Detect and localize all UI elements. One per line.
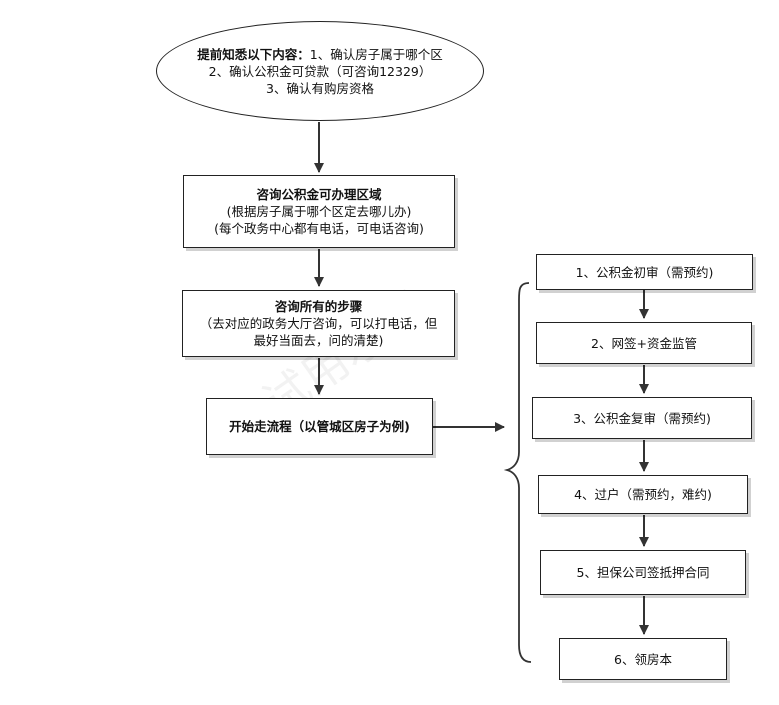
step-5-box: 5、担保公司签抵押合同 bbox=[540, 550, 746, 595]
start-line1-bold: 提前知悉以下内容： bbox=[197, 46, 310, 62]
step-3-label: 3、公积金复审（需预约) bbox=[573, 410, 711, 426]
step-2-box: 2、网签+资金监管 bbox=[536, 322, 752, 364]
step-4-box: 4、过户（需预约，难约) bbox=[538, 475, 748, 514]
box-consult-steps-line3: 最好当面去，问的清楚) bbox=[253, 333, 384, 348]
box-consult-area-line2: (根据房子属于哪个区定去哪儿办) bbox=[226, 204, 412, 219]
steps-brace bbox=[503, 282, 532, 663]
box-consult-steps: 咨询所有的步骤 （去对应的政务大厅咨询，可以打电话，但 最好当面去，问的清楚) bbox=[182, 290, 455, 357]
box-start-process: 开始走流程（以管城区房子为例) bbox=[206, 398, 433, 455]
box-consult-area-title: 咨询公积金可办理区域 bbox=[256, 187, 382, 202]
step-1-box: 1、公积金初审（需预约) bbox=[536, 254, 753, 290]
box-start-process-title: 开始走流程（以管城区房子为例) bbox=[229, 419, 410, 434]
step-1-label: 1、公积金初审（需预约) bbox=[575, 264, 714, 280]
start-ellipse: 提前知悉以下内容：1、确认房子属于哪个区 2、确认公积金可贷款（可咨询12329… bbox=[156, 21, 484, 121]
box-consult-area: 咨询公积金可办理区域 (根据房子属于哪个区定去哪儿办) (每个政务中心都有电话，… bbox=[183, 175, 455, 248]
step-4-label: 4、过户（需预约，难约) bbox=[574, 487, 712, 502]
start-line3: 3、确认有购房资格 bbox=[266, 80, 374, 96]
start-line1-rest: 1、确认房子属于哪个区 bbox=[309, 46, 443, 62]
step-6-box: 6、领房本 bbox=[559, 638, 727, 680]
step-5-label: 5、担保公司签抵押合同 bbox=[576, 565, 710, 580]
box-consult-steps-line2: （去对应的政务大厅咨询，可以打电话，但 bbox=[199, 316, 438, 331]
box-consult-area-line3: (每个政务中心都有电话，可电话咨询) bbox=[214, 221, 424, 236]
start-line2: 2、确认公积金可贷款（可咨询12329） bbox=[208, 63, 432, 79]
step-2-label: 2、网签+资金监管 bbox=[591, 335, 697, 351]
start-line1: 提前知悉以下内容：1、确认房子属于哪个区 bbox=[197, 46, 442, 63]
step-3-box: 3、公积金复审（需预约) bbox=[532, 397, 752, 439]
step-6-label: 6、领房本 bbox=[614, 651, 672, 667]
box-consult-steps-title: 咨询所有的步骤 bbox=[274, 299, 363, 314]
